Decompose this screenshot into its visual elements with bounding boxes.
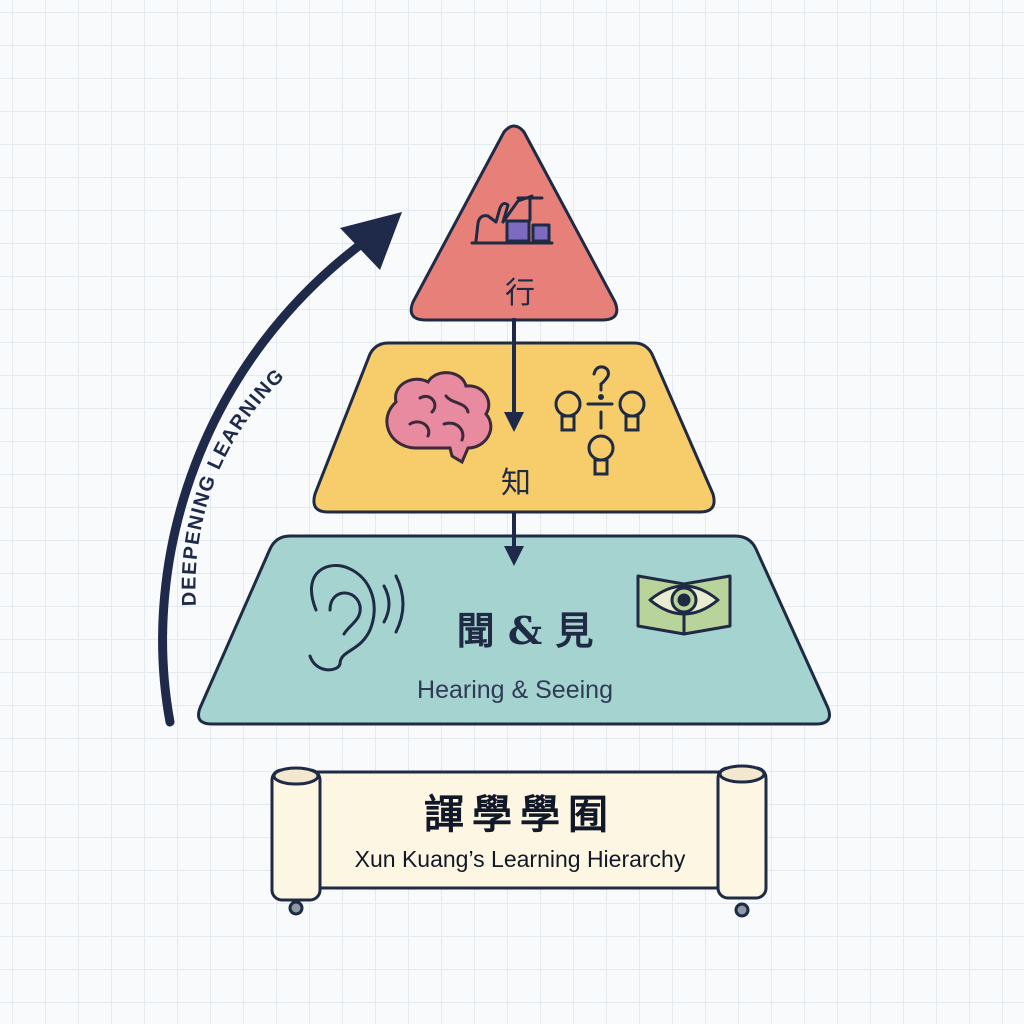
connector-arrow-top-to-middle bbox=[504, 318, 524, 432]
ear-icon bbox=[308, 563, 405, 672]
hand-lifting-blocks-icon bbox=[470, 194, 554, 245]
base-tier-english-label: Hearing & Seeing bbox=[417, 676, 613, 704]
scroll-title: 諢學學囿 bbox=[424, 791, 616, 838]
base-tier-label: 聞 & 見 bbox=[456, 608, 594, 653]
middle-tier-label: 知 bbox=[501, 466, 531, 501]
open-book-eye-icon bbox=[636, 574, 732, 636]
scroll-banner bbox=[270, 764, 768, 918]
connector-arrow-middle-to-base bbox=[504, 512, 524, 566]
top-tier-label: 行 bbox=[505, 276, 535, 311]
lightbulbs-question-icon bbox=[554, 365, 646, 476]
scroll-subtitle: Xun Kuang’s Learning Hierarchy bbox=[354, 846, 686, 872]
brain-icon bbox=[385, 371, 493, 465]
